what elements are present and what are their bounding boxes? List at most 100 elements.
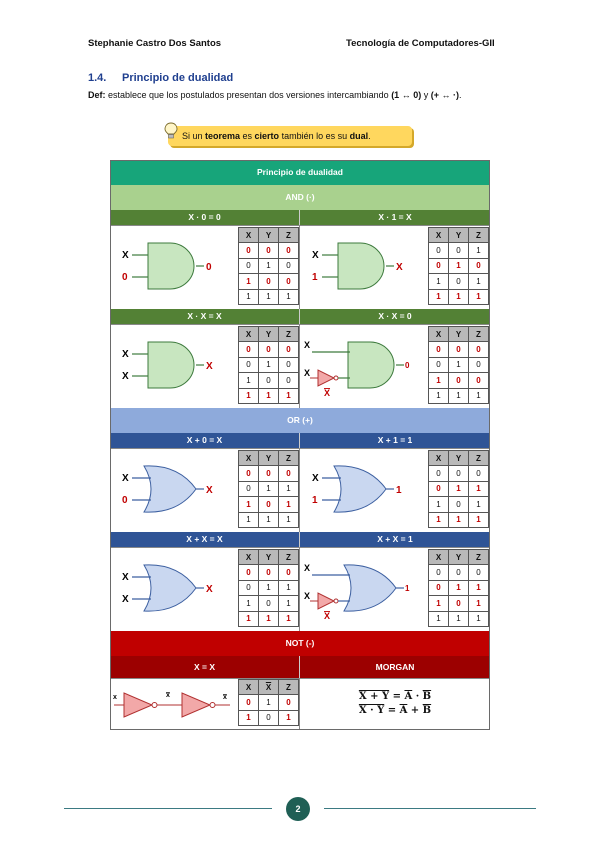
not-bubble	[151, 702, 158, 708]
column-header: Y	[448, 548, 469, 566]
and-gate-icon: XXX	[122, 341, 213, 389]
truth-table-cell: 1	[238, 496, 259, 513]
truth-table-cell: 0	[278, 356, 299, 374]
block-label-double-not: X = X	[110, 656, 300, 678]
block-label-x-and-x: X · X = X	[110, 309, 300, 324]
morgan-b: B	[422, 691, 432, 702]
block-label-x-and-x-text: X · X = X	[187, 311, 222, 321]
output-label: 0	[405, 361, 410, 370]
truth-table-cell: 1	[238, 387, 259, 404]
truth-table-cell: 0	[278, 465, 299, 482]
block-label-x-and-notx: X · X = 0	[300, 309, 490, 324]
output-label: X	[396, 262, 403, 273]
truth-table-cell: 1	[238, 511, 259, 528]
not-bubble	[333, 375, 339, 381]
footer-line-left	[64, 808, 272, 809]
lightbulb-icon	[164, 122, 178, 139]
truth-table-cell: 1	[468, 273, 489, 290]
truth-table-cell: 1	[258, 511, 279, 528]
morgan-op: +	[407, 705, 423, 716]
truth-table-cell: 1	[448, 288, 469, 305]
label-band: X · X = X X · X = 0	[110, 309, 490, 324]
morgan-a: A	[399, 705, 408, 716]
gate-cell	[110, 225, 300, 309]
truth-table-cell: 0	[278, 257, 299, 275]
truth-table-cell: 0	[428, 564, 449, 581]
not-triangle-icon	[317, 369, 336, 387]
truth-table-cell: 1	[448, 257, 469, 275]
column-header: Y	[448, 325, 469, 343]
input-label-2: 1	[312, 495, 318, 506]
truth-table-cell: 0	[238, 356, 259, 374]
truth-table-cell: 1	[428, 496, 449, 513]
column-header: X	[238, 226, 259, 244]
definition-swap-1: (1 ↔ 0)	[391, 90, 422, 100]
output-label: X	[206, 485, 213, 496]
truth-table-cell: 1	[468, 511, 489, 528]
not-input-label: x	[113, 694, 117, 701]
callout-box: Si un teorema es cierto también lo es su…	[164, 122, 412, 146]
input-label-2: 0	[122, 272, 128, 283]
block-label-x-or-0-text: X + 0 = X	[186, 435, 223, 445]
truth-table-cell: 0	[238, 480, 259, 498]
callout-text-2: es	[240, 131, 255, 141]
input-label-1: X	[122, 250, 129, 261]
and-section-label: AND (·)	[110, 185, 490, 210]
gate-cell	[110, 324, 300, 408]
truth-table-cell: 0	[428, 356, 449, 374]
block-label-x-or-x-text: X + X = X	[186, 534, 223, 544]
or-gate-icon: XXX	[122, 564, 213, 612]
gate-body	[337, 242, 385, 290]
truth-table-cell: 0	[278, 242, 299, 259]
column-header: Z	[468, 325, 489, 343]
truth-table-cell: 1	[468, 242, 489, 259]
truth-table-cell: 1	[468, 387, 489, 404]
truth-table-cell: 1	[258, 610, 279, 627]
truth-table-cell: 1	[448, 387, 469, 404]
not-triangle-icon	[123, 692, 154, 718]
input-label-2: X	[304, 591, 310, 601]
input-label-2: X	[122, 371, 129, 382]
not-bubble	[333, 598, 339, 604]
column-header: Z	[278, 678, 299, 696]
or-gate-icon: X0X	[122, 465, 213, 513]
truth-table-cell: 0	[468, 341, 489, 358]
morgan-eq: =	[384, 705, 400, 716]
morgan-lhs: X + Y	[358, 691, 390, 702]
section-title: Principio de dualidad	[122, 72, 234, 84]
block-label-x-or-x: X + X = X	[110, 532, 300, 547]
morgan-a: A	[404, 691, 413, 702]
header-author: Stephanie Castro Dos Santos	[88, 38, 222, 49]
input-label-2: X	[122, 594, 129, 605]
truth-table-cell: 1	[468, 496, 489, 513]
footer-line-right	[324, 808, 536, 809]
block-label-x-and-1-text: X · 1 = X	[378, 212, 412, 222]
truth-table-cell: 0	[258, 709, 279, 727]
input-label-1: X	[312, 250, 319, 261]
